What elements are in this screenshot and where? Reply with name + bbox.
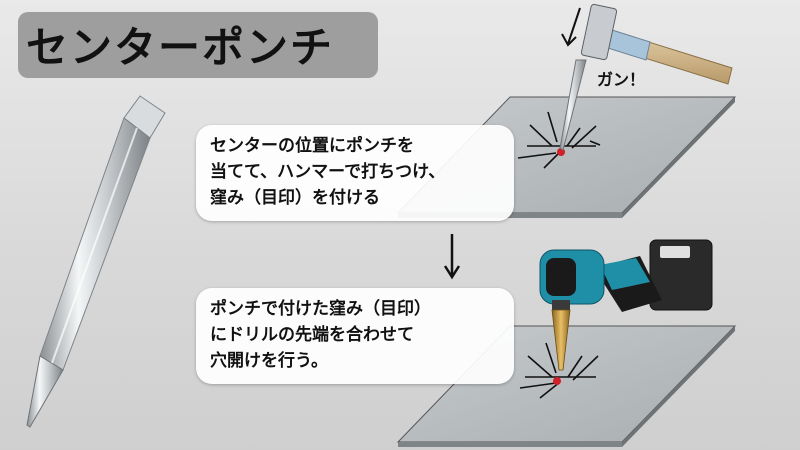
page-title: センターポンチ <box>26 23 335 72</box>
callout-step2-line3: 穴開けを行う。 <box>210 351 328 371</box>
callout-step2-line2: にドリルの先端を合わせて <box>210 325 414 345</box>
impact-lines-top <box>517 111 601 169</box>
callout-step2-line1: ポンチで付けた窪み（目印） <box>210 299 431 319</box>
title-banner <box>18 12 378 78</box>
callout-step1-line2: 当てて、ハンマーで打ちつけ、 <box>210 162 446 182</box>
small-punch-icon <box>559 59 587 151</box>
center-punch-tool <box>26 95 166 428</box>
down-arrow-hammer-icon <box>561 7 581 47</box>
sound-effect-label: ガン！ <box>597 70 646 89</box>
callout-step1: センターの位置にポンチを 当てて、ハンマーで打ちつけ、 窪み（目印）を付ける <box>196 125 514 221</box>
step-arrow-icon <box>443 234 461 280</box>
callout-step1-line3: 窪み（目印）を付ける <box>210 188 380 208</box>
callout-step2: ポンチで付けた窪み（目印） にドリルの先端を合わせて 穴開けを行う。 <box>196 288 514 384</box>
punch-mark-bottom <box>553 377 561 385</box>
callout-step1-line1: センターの位置にポンチを <box>210 136 414 156</box>
hammer-icon <box>580 3 733 85</box>
impact-driver-icon <box>539 239 713 371</box>
